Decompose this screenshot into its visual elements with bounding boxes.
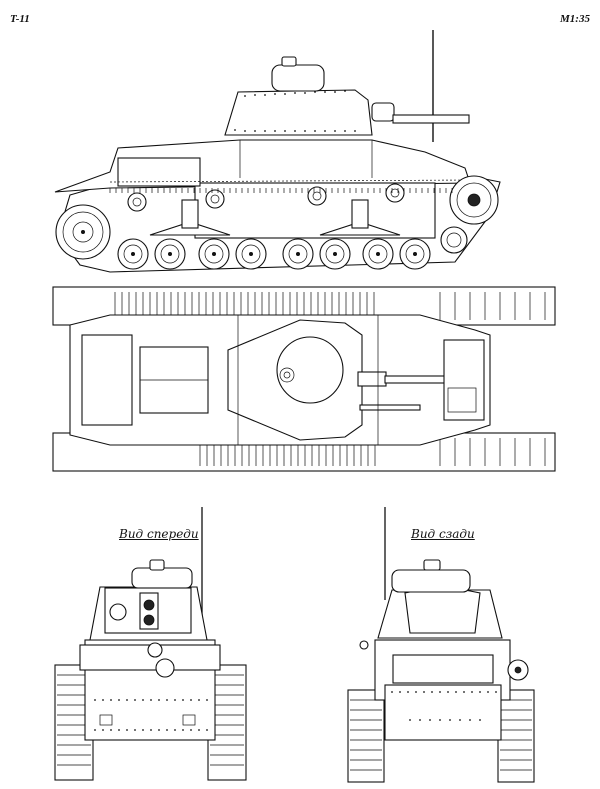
front-view-caption: Вид спереди <box>119 527 199 541</box>
rear-view-caption: Вид сзади <box>411 527 475 541</box>
scale-label: M1:35 <box>560 13 590 25</box>
rear-view <box>347 507 535 783</box>
front-view <box>54 507 247 781</box>
top-view <box>52 286 556 472</box>
side-view <box>54 30 501 273</box>
model-label: T-11 <box>10 13 30 25</box>
